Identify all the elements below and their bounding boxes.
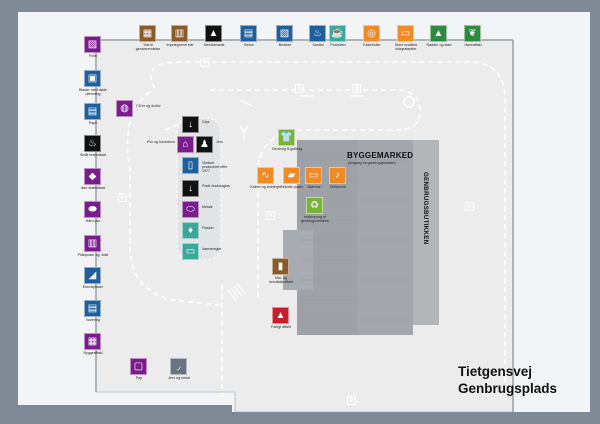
plastposer-label: Plastposer og -folie <box>77 253 109 257</box>
ikke-braendbart-icon: ◆ <box>84 168 101 185</box>
byggeaffald-icon: ▦ <box>84 333 101 350</box>
vinduer-icon: ▯ <box>182 157 199 174</box>
varmeregler-icon: ▭ <box>182 243 199 260</box>
genbrugsbutikken-label: GENBRUGSBUTIKKEN <box>422 172 429 245</box>
papir-label: Papir <box>88 121 98 125</box>
ikke-braendbart-label: Ikke-brændbart <box>80 186 106 190</box>
haveaffald-icon: ❦ <box>464 25 481 42</box>
flasker-label: Flasker <box>202 226 214 230</box>
beton-label: Beton <box>244 43 254 47</box>
metalk-label: Metalk <box>202 205 213 209</box>
maling-label: Mal- og kemikalieaffald <box>269 276 293 284</box>
elektronik-icon: ♪ <box>329 167 346 184</box>
gips-icon: ↓ <box>182 116 199 133</box>
cd-dvd-label: CD'er og dvd'er <box>136 104 161 108</box>
farligt-icon: ▲ <box>272 307 289 324</box>
folie-label: Folie <box>89 54 97 58</box>
road-left-loop <box>126 91 221 306</box>
isolering-icon: ▤ <box>84 300 101 317</box>
roundabout-mark <box>403 96 415 108</box>
tekstil-icon: 👕 <box>278 129 295 146</box>
indlevering-label: Indlevering af genbrugs-boltene <box>301 215 329 223</box>
maling-icon: ▮ <box>272 258 289 275</box>
kabelrullere-icon: ◎ <box>363 25 380 42</box>
hard-pvc-icon: ⬬ <box>84 201 101 218</box>
jern-label: Jern <box>216 140 223 144</box>
metalk-icon: ⬭ <box>182 201 199 218</box>
tekstil-label: Genbrug til golfbag <box>271 147 303 151</box>
store-kval-icon: ▭ <box>397 25 414 42</box>
brokker-label: Brokker <box>278 43 292 47</box>
sekotte-icon: ▰ <box>283 167 300 184</box>
bloeder-icon: ▣ <box>84 70 101 87</box>
byggemarked-label: BYGGEMARKED <box>347 151 414 160</box>
gips-label: Gips <box>202 120 210 124</box>
byggeaffald-label: Byggeaffald <box>83 351 103 355</box>
elektronik-label: Elektronik <box>330 185 346 189</box>
eternit-icon: ◢ <box>84 267 101 284</box>
road-arrow <box>239 99 253 107</box>
sten-keramik-top-icon: ▲ <box>205 25 222 42</box>
parking-sign: P <box>352 84 361 93</box>
smaa-braendbart-label: Småt brændbart <box>80 153 106 157</box>
skarme-icon: ▭ <box>305 167 322 184</box>
rodder-stod-label: Rødder og stød <box>426 43 452 47</box>
varmeregler-label: Varmeregler <box>202 247 222 251</box>
trae-genanvendelse-label: Træ til genanvendelse <box>135 43 161 51</box>
sanitet-icon: ♨ <box>309 25 326 42</box>
map-title-line1: Tietgensvej <box>458 364 533 379</box>
farligt-label: Farligt affald <box>271 325 291 329</box>
pap-label: Pap <box>135 376 143 380</box>
imp-trae-icon: ▥ <box>171 25 188 42</box>
skarme-label: Skærme <box>307 185 321 189</box>
map-title: Tietgensvej Genbrugsplads <box>458 363 557 397</box>
kabelrullere-label: Kabelruller <box>363 43 381 47</box>
sanitet-label: Sanitet <box>312 43 324 47</box>
imp-trae-label: Imprægneret træ <box>166 43 194 47</box>
papir-icon: ▤ <box>84 103 101 120</box>
folie-icon: ▨ <box>84 36 101 53</box>
pvc-hovedrum-label: Pvc og hovedrum <box>147 140 175 144</box>
flad-vinduesglas-label: Fladt vinduesglas <box>202 184 230 188</box>
smaa-braendbart-icon: ♨ <box>84 135 101 152</box>
map-title-line2: Genbrugsplads <box>458 381 558 396</box>
jern-metal-icon: ◞ <box>170 358 187 375</box>
porcelaen-label: Porcelæn <box>330 43 346 47</box>
isolering-label: Isolering <box>86 318 100 322</box>
parking-sign: P <box>266 211 275 220</box>
byggemarked-sublabel: (indgang fra genbrugspladsen) <box>348 161 396 165</box>
kabler-ledninger-icon: ∿ <box>257 167 274 184</box>
cd-dvd-icon: ◍ <box>116 100 133 117</box>
jern-metal-label: Jern og metal <box>168 376 190 380</box>
haveaffald-label: Haveaffald <box>464 43 482 47</box>
sekotte-label: Sekotte poster <box>280 185 304 189</box>
genbrugsbutikken-building <box>413 140 439 325</box>
rodder-stod-icon: ▲ <box>430 25 447 42</box>
beton-icon: ▤ <box>240 25 257 42</box>
pap-icon: ▢ <box>130 358 147 375</box>
flasker-icon: ♦ <box>182 222 199 239</box>
kabler-ledninger-label: Kabler og ledninger <box>250 185 282 189</box>
store-kval-label: Store kvalitets integrateptter <box>394 43 418 51</box>
flad-vinduesglas-icon: ↓ <box>182 180 199 197</box>
eternit-label: Eternitplader <box>82 285 104 289</box>
parking-sign: P <box>295 84 304 93</box>
parking-sign: P <box>118 193 127 202</box>
trae-genanvendelse-icon: ▦ <box>139 25 156 42</box>
bloeder-label: Bløder med døde dæmning <box>79 88 107 96</box>
parking-sign: P <box>347 396 356 405</box>
parking-sign: P <box>200 58 209 67</box>
brokker-icon: ▧ <box>276 25 293 42</box>
hard-pvc-label: Hård pvc <box>85 219 101 223</box>
plastposer-icon: ▥ <box>84 235 101 252</box>
vinduer-label: Vinduer produceret efter 1977 <box>202 161 228 173</box>
pvc-hovedrum-icon: ⌂ <box>177 136 194 153</box>
jern-icon: ♟ <box>196 136 213 153</box>
sten-keramik-top-label: Sten/keramik <box>203 43 225 47</box>
indlevering-icon: ♻ <box>306 197 323 214</box>
parking-sign: P <box>465 202 474 211</box>
porcelaen-icon: ☕ <box>329 25 346 42</box>
